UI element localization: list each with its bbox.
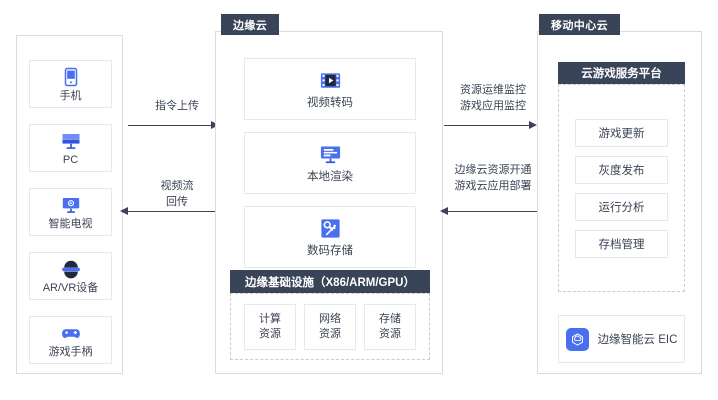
- smart-tv-icon: [61, 195, 81, 215]
- platform-item-archive-management[interactable]: 存档管理: [575, 229, 668, 258]
- arrow-line: [128, 211, 215, 212]
- resource-box-storage[interactable]: 存储 资源: [364, 303, 416, 350]
- service-label: 数码存储: [307, 244, 353, 257]
- device-label: PC: [62, 153, 79, 166]
- mobile-center-cloud-panel: 云游戏服务平台 游戏更新 灰度发布 运行分析 存档管理 边缘智能云 EIC: [537, 31, 702, 374]
- cloud-game-platform-title: 云游戏服务平台: [581, 68, 662, 80]
- service-card-digital-storage[interactable]: 数码存储: [244, 206, 416, 268]
- resource-line: 资源: [319, 327, 341, 340]
- resource-line: 计算: [259, 312, 281, 325]
- platform-item-runtime-analysis[interactable]: 运行分析: [575, 192, 668, 221]
- arrow-head-right-icon: [529, 121, 537, 129]
- edge-cloud-tab[interactable]: 边缘云: [221, 14, 280, 35]
- platform-item-label: 游戏更新: [598, 127, 645, 140]
- arrow-label-video-stream-return: 视频流 回传: [135, 178, 219, 210]
- edge-intelligent-cloud-label: 边缘智能云 EIC: [597, 334, 678, 346]
- edge-cloud-panel: 视频转码 本地渲染: [215, 31, 443, 374]
- arrow-head-left-icon: [120, 207, 128, 215]
- arrow-label-line: 游戏应用监控: [460, 100, 526, 112]
- edge-intelligent-cloud-card[interactable]: 边缘智能云 EIC: [558, 315, 685, 363]
- service-label: 本地渲染: [307, 170, 353, 183]
- arrow-label-instruction-upload: 指令上传: [135, 98, 219, 114]
- platform-item-game-update[interactable]: 游戏更新: [575, 118, 668, 147]
- cloud-game-platform-body: 游戏更新 灰度发布 运行分析 存档管理: [558, 84, 685, 292]
- arrow-label-line: 边缘云资源开通: [454, 164, 532, 176]
- device-label: 手机: [59, 89, 82, 102]
- service-card-local-render[interactable]: 本地渲染: [244, 132, 416, 194]
- device-card-ar-vr[interactable]: AR/VR设备: [29, 252, 112, 300]
- arrow-label-line: 视频流: [160, 180, 194, 192]
- arrow-label-line: 资源运维监控: [460, 84, 526, 96]
- platform-item-gray-release[interactable]: 灰度发布: [575, 155, 668, 184]
- arrow-label-line: 回传: [166, 196, 188, 208]
- device-label: 智能电视: [48, 217, 93, 230]
- device-card-gamepad[interactable]: 游戏手柄: [29, 316, 112, 364]
- edge-infrastructure-body: 计算 资源 网络 资源 存储 资源: [230, 293, 430, 360]
- mobile-center-cloud-tab[interactable]: 移动中心云: [539, 14, 620, 35]
- mobile-center-cloud-tab-label: 移动中心云: [551, 19, 608, 32]
- desktop-pc-icon: [61, 131, 81, 151]
- platform-item-label: 存档管理: [598, 238, 645, 251]
- platform-item-label: 运行分析: [598, 201, 645, 214]
- arrow-line: [444, 125, 529, 126]
- resource-line: 存储: [379, 312, 401, 325]
- resource-box-network[interactable]: 网络 资源: [304, 303, 356, 350]
- digital-storage-icon: [319, 217, 342, 240]
- arrow-head-left-icon: [440, 207, 448, 215]
- arrow-line: [128, 125, 211, 126]
- mobile-phone-icon: [61, 67, 81, 87]
- arrow-label-edge-cloud-provisioning: 边缘云资源开通 游戏云应用部署: [446, 162, 540, 194]
- resource-line: 资源: [259, 327, 281, 340]
- edge-intelligent-cloud-icon: [565, 327, 589, 351]
- edge-infrastructure-header: 边缘基础设施（X86/ARM/GPU）: [230, 270, 430, 293]
- ar-vr-headset-icon: [61, 259, 81, 279]
- platform-item-label: 灰度发布: [598, 164, 645, 177]
- gamepad-icon: [61, 323, 81, 343]
- device-card-mobile[interactable]: 手机: [29, 60, 112, 108]
- cloud-game-platform-header: 云游戏服务平台: [558, 62, 685, 84]
- device-label: 游戏手柄: [48, 345, 93, 358]
- device-card-pc[interactable]: PC: [29, 124, 112, 172]
- service-label: 视频转码: [307, 96, 353, 109]
- edge-infrastructure-title: 边缘基础设施（X86/ARM/GPU）: [245, 276, 415, 289]
- arrow-label-line: 指令上传: [155, 100, 199, 112]
- local-render-icon: [319, 143, 342, 166]
- device-card-smart-tv[interactable]: 智能电视: [29, 188, 112, 236]
- resource-line: 网络: [319, 312, 341, 325]
- arrow-label-line: 游戏云应用部署: [454, 180, 532, 192]
- device-label: AR/VR设备: [42, 281, 99, 294]
- resource-line: 资源: [379, 327, 401, 340]
- resource-box-compute[interactable]: 计算 资源: [244, 303, 296, 350]
- terminal-devices-panel: 手机 PC 智能电视: [16, 35, 123, 374]
- video-transcode-icon: [319, 69, 342, 92]
- arrow-line: [448, 211, 538, 212]
- service-card-video-transcode[interactable]: 视频转码: [244, 58, 416, 120]
- edge-cloud-tab-label: 边缘云: [233, 19, 268, 32]
- arrow-label-resource-ops-monitoring: 资源运维监控 游戏应用监控: [448, 82, 538, 114]
